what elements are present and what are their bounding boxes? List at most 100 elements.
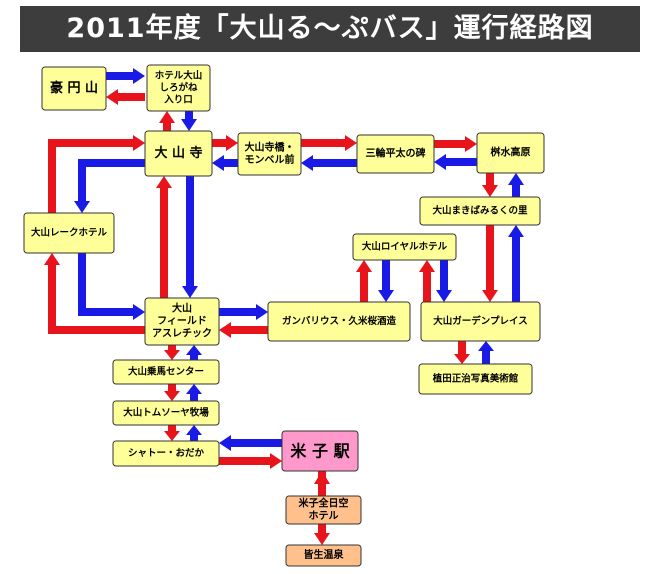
stop-daisen-makiba: 大山まきばみるくの里 [419,196,541,226]
arrow-royal-to-garden [436,260,452,302]
arrow-hotel-to-onsen [314,524,330,545]
stop-label: 大山 [172,302,192,315]
arrow-garden-to-makiba [508,225,524,302]
stop-label: 米子全日空 [299,496,349,509]
route-arrows [44,68,524,545]
arrow-royal-to-ganbarius [378,260,394,302]
stop-label: フィールド [157,315,207,327]
stop-box [144,130,213,177]
stop-yonago-station: 米 子 駅 [281,430,359,472]
arrow-masumizu-to-makiba [482,173,498,197]
arrow-equestrian-to-athletic [186,345,202,360]
stop-daisen-tomsawyer: 大山トムソーヤ牧場 [112,400,220,426]
arrow-miwa-to-masumizu [434,136,477,152]
stop-label: 豪 円 山 [50,80,98,96]
arrow-garden-to-ueda [454,341,470,364]
stop-box [267,301,411,342]
stop-box [285,544,362,567]
arrow-garden-to-royal [419,260,435,302]
arrow-lake-to-daisenji [48,135,145,213]
arrow-chateau-to-station [219,453,282,469]
stop-label: 入り口 [163,94,193,105]
arrow-station-to-chateau [219,435,282,451]
stop-daisen-garden-place: 大山ガーデンプレイス [420,301,541,342]
arrow-lake-to-athletic [78,253,145,320]
arrow-chateau-to-tomsawyer [186,425,202,441]
stop-label: 大山寺橋・ [245,140,295,153]
stop-box [23,212,115,254]
stop-label: 大山まきばみるくの里 [432,205,528,217]
arrow-shirogane-to-daisenji [181,111,197,131]
stop-box [146,64,211,112]
arrow-athletic-to-lake [44,253,145,334]
stop-label: しろがね [159,82,198,94]
stop-ueda-shoji-museum: 植田正治写真美術館 [418,363,533,395]
stop-box [144,297,220,346]
arrow-monbel-to-daisenji [212,155,238,171]
stop-label: ホテル大山 [155,70,203,82]
stop-label: ホテル [309,510,339,522]
stop-chateau-odaka: シャトー・おだか [112,440,220,467]
arrow-athletic-to-equestrian [164,345,180,360]
stop-box [476,132,545,174]
stop-daisenjibashi-monbel: 大山寺橋・モンベル前 [237,132,302,176]
arrow-makiba-to-masumizu [508,173,524,197]
stop-label: 皆生温泉 [304,548,345,561]
arrow-equestrian-to-tomsawyer [164,384,180,401]
stop-box [237,132,302,176]
stop-ganbarius-kumezakura: ガンバリウス・久米桜酒造 [267,301,411,342]
arrow-station-to-hotel [314,471,330,496]
stop-label: 大山トムソーヤ牧場 [123,407,209,419]
stop-miwa-heita: 三輪平太の碑 [356,134,435,174]
stop-box [420,301,541,342]
stop-box [352,233,457,261]
arrow-daisenji-to-athletic [182,176,198,298]
stop-label: ガンバリウス・久米桜酒造 [282,315,397,327]
arrow-ueda-to-garden [478,341,494,364]
stop-box [418,363,533,395]
stop-label: 植田正治写真美術館 [432,373,519,385]
stop-box [41,66,107,111]
arrow-masumizu-to-miwa [434,154,477,170]
stop-gouenzan: 豪 円 山 [41,66,107,111]
arrow-ganbarius-to-athletic [219,322,268,338]
stop-label: 大山乗馬センター [128,366,204,378]
stop-box [285,495,362,525]
stop-label: シャトー・おだか [128,448,205,459]
arrow-miwa-to-monbel [301,155,357,171]
stop-masumizu-kogen: 桝水高原 [476,132,545,174]
title-bar: 2011年度「大山る〜ぷバス」運行経路図 [20,6,640,52]
stop-label: 大山ロイヤルホテル [362,241,448,253]
arrow-tomsawyer-to-equestrian [186,384,202,401]
stop-label: 大 山 寺 [154,145,202,161]
stop-daisen-equestrian: 大山乗馬センター [112,359,220,385]
stop-daisen-lake-hotel: 大山レークホテル [23,212,115,254]
arrow-tomsawyer-to-chateau [164,425,180,441]
stop-box [356,134,435,174]
arrow-daisenji-to-monbel [212,135,238,151]
arrow-athletic-to-ganbarius [219,304,268,320]
arrow-daisenji-to-lake [74,159,145,213]
stops: 豪 円 山ホテル大山しろがね入り口大 山 寺大山寺橋・モンベル前三輪平太の碑桝水… [23,64,545,567]
stop-label: 大山レークホテル [31,227,108,239]
stop-box [281,430,359,472]
stop-kaike-onsen: 皆生温泉 [285,544,362,567]
stop-box [419,196,541,226]
arrow-monbel-to-miwa [301,135,357,151]
stop-box [112,359,220,385]
stop-daisen-royal-hotel: 大山ロイヤルホテル [352,233,457,261]
arrow-gouenzan-to-shirogane [106,68,145,84]
stop-label: 米 子 駅 [290,442,350,461]
stop-box [112,440,220,467]
arrow-ganbarius-to-royal [356,260,372,302]
arrow-makiba-to-garden [482,225,498,302]
stop-daisenji: 大 山 寺 [144,130,213,177]
diagram-title: 2011年度「大山る〜ぷバス」運行経路図 [66,13,594,44]
arrow-athletic-to-daisenji [156,176,172,298]
stop-label: 桝水高原 [491,146,531,159]
arrow-shirogane-to-gouenzan [106,89,145,105]
